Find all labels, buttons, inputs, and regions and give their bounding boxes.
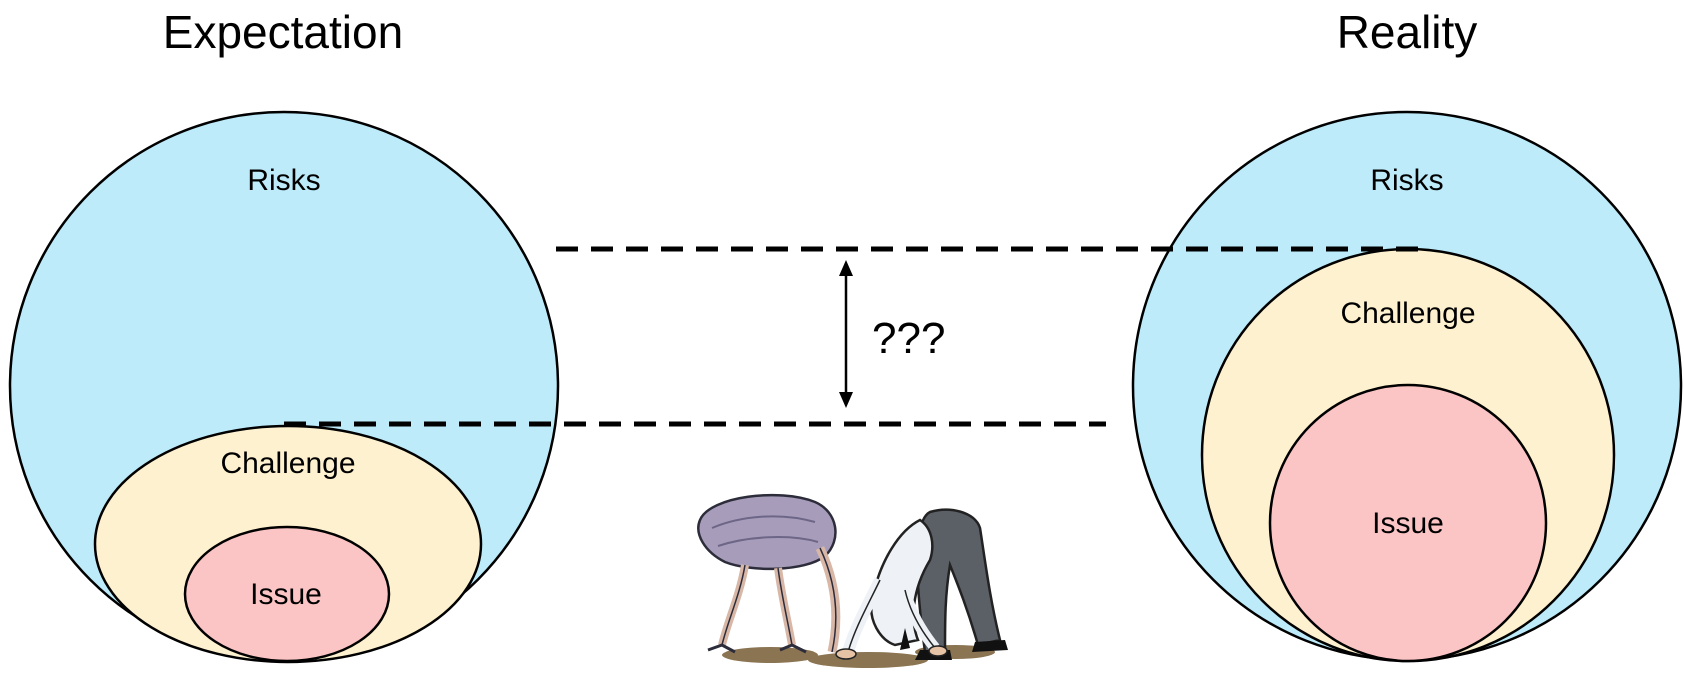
reality-challenge-label: Challenge	[1340, 297, 1475, 330]
reality-risks-label: Risks	[1370, 164, 1443, 197]
expectation-diagram: Risks Challenge Issue	[8, 110, 560, 664]
head-in-sand-illustration	[697, 493, 1008, 668]
expectation-issue-label: Issue	[250, 578, 322, 611]
expectation-issue-ellipse	[183, 525, 391, 663]
reality-issue-label: Issue	[1372, 507, 1444, 540]
expectation-risks-label: Risks	[247, 164, 320, 197]
expectation-challenge-label: Challenge	[220, 447, 355, 480]
reality-title: Reality	[1337, 6, 1478, 58]
reality-diagram: Risks Challenge Issue	[1131, 110, 1683, 663]
gap-question-label: ???	[872, 314, 945, 363]
reality-issue-ellipse	[1268, 383, 1548, 663]
expectation-title: Expectation	[163, 6, 403, 58]
gap-double-arrow	[839, 260, 853, 408]
